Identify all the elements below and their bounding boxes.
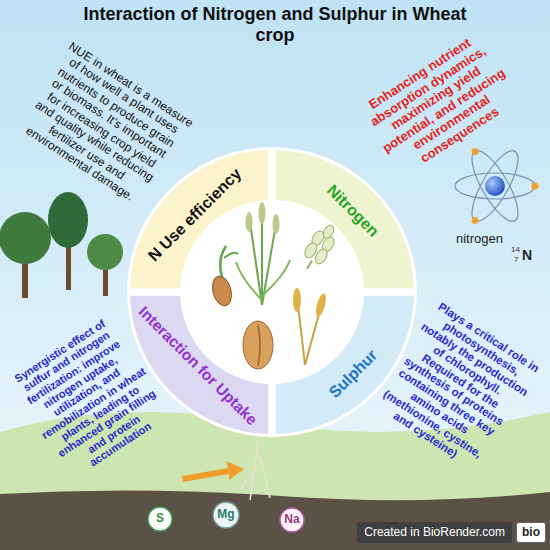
nutrient-symbol: S: [156, 512, 164, 525]
nitrogen-atom: [455, 145, 539, 227]
wheat-spike: [297, 220, 341, 274]
nutrient-symbol: Na: [284, 513, 299, 526]
title-box: Interaction of Nitrogen and Sulphur in W…: [75, 4, 475, 45]
tree-crown: [48, 192, 88, 248]
nutrient-disc: [213, 502, 239, 528]
tree-crown: [87, 234, 123, 270]
wheat-leaf: [262, 260, 290, 296]
root: [258, 452, 270, 498]
grain-crease: [258, 325, 260, 366]
label-holder: Enhancing nutrient absorption dynamics, …: [353, 28, 526, 183]
mass-number: 14: [511, 246, 520, 255]
electron: [472, 217, 479, 224]
wheat-stalk: [261, 214, 263, 305]
sprout: [220, 246, 226, 277]
nutrient-symbol: Mg: [217, 508, 234, 521]
diagram-title: Interaction of Nitrogen and Sulphur in W…: [75, 4, 475, 45]
wheat-grain: [243, 321, 273, 369]
golden-stalk: [305, 310, 320, 365]
electron: [532, 183, 539, 190]
trees: [0, 192, 123, 298]
spike-stem: [307, 260, 312, 269]
logo-badge: bio: [516, 522, 546, 543]
central-disk: [127, 147, 417, 437]
watermark: Created in BioRender.com: [364, 526, 505, 539]
watermark-bar: Created in BioRender.com: [357, 522, 512, 543]
roots: [240, 440, 270, 500]
label-holder: NUE in wheat is a measure of how well a …: [13, 39, 197, 211]
nutrient-disc: [148, 507, 172, 531]
sprout-leaf: [224, 253, 238, 258]
seed: [209, 274, 234, 308]
segment-shape: [272, 150, 414, 292]
label-holder: N: [522, 248, 532, 264]
atomic-number: 7: [514, 256, 518, 265]
element-symbol: N: [522, 248, 532, 264]
wheat-ear: [246, 212, 253, 232]
label-holder: 7: [514, 256, 518, 265]
nutrient-disc: [280, 508, 304, 532]
logo-text: bio: [522, 526, 540, 539]
electron-orbit: [464, 145, 527, 227]
wheat-leaf: [236, 262, 262, 300]
label-holder: 14: [511, 246, 520, 255]
golden-ear: [293, 288, 301, 312]
element-name: nitrogen: [456, 232, 503, 247]
tree-crown: [0, 212, 51, 264]
annotation-text: NUE in wheat is a measure of how well a …: [13, 39, 197, 211]
wheat-ear: [259, 202, 266, 224]
electron-orbit: [464, 145, 527, 227]
golden-ear: [314, 292, 328, 317]
nutrient-circle: Mg: [212, 501, 240, 529]
electron-orbit: [455, 173, 535, 199]
nutrient-circle: S: [147, 506, 173, 532]
golden-stalk: [298, 305, 305, 365]
soil: [0, 490, 550, 550]
quadrant-segment: Nitrogen: [272, 150, 414, 292]
label-holder: nitrogen: [456, 232, 503, 247]
spikelet: [313, 247, 330, 266]
electron: [472, 148, 479, 155]
spikelet: [321, 224, 336, 241]
atom-nucleus: [485, 176, 505, 196]
uptake-arrow: [182, 461, 244, 482]
root: [240, 470, 255, 492]
wheat-ear: [273, 214, 280, 234]
wheat-illustration: [209, 202, 341, 369]
nutrient-circle: Na: [279, 507, 305, 533]
annotation-text: Enhancing nutrient absorption dynamics, …: [353, 28, 526, 183]
segment-fill: [276, 150, 414, 288]
